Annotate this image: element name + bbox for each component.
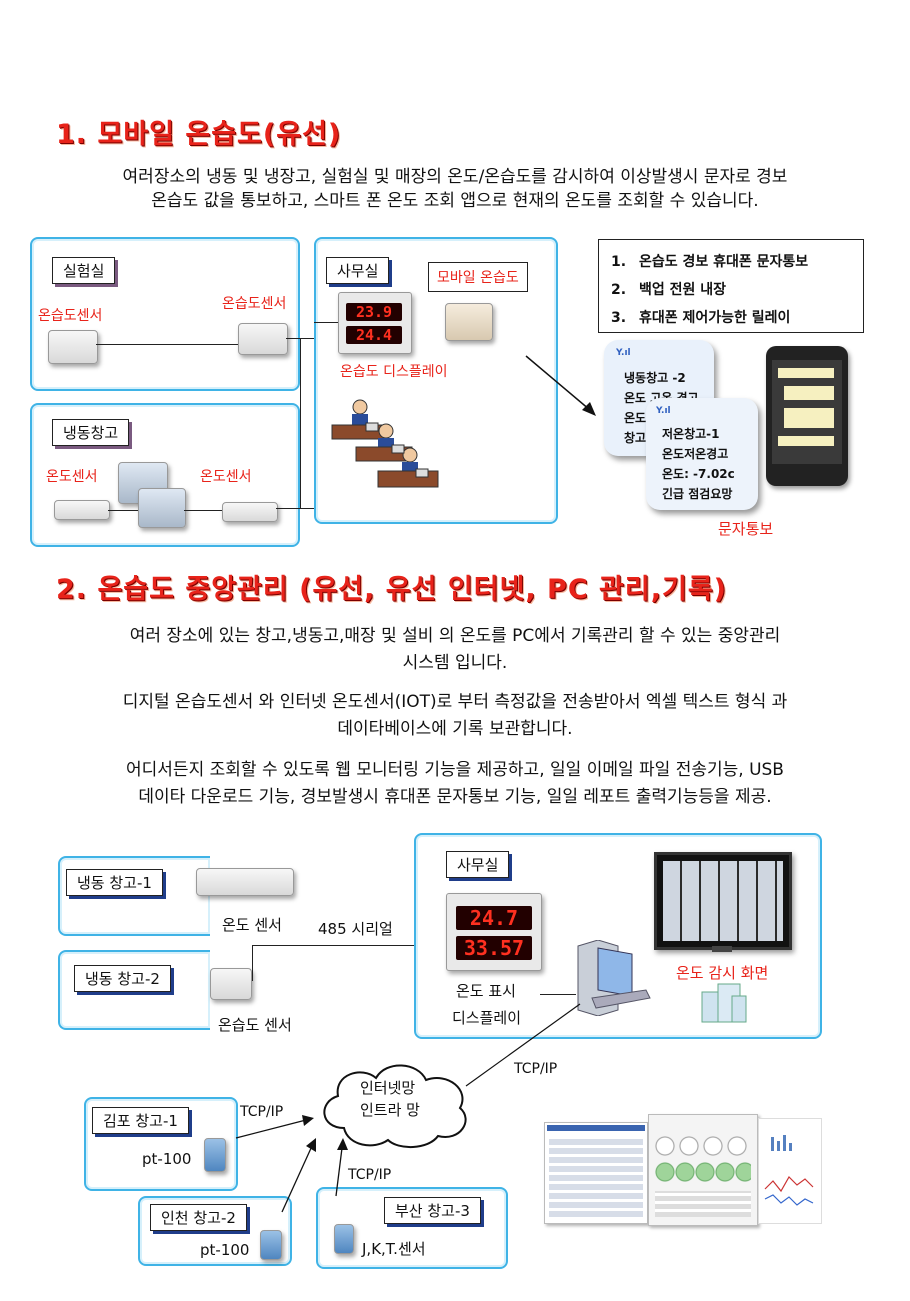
office-display-label: 온습도 디스플레이 (340, 364, 448, 380)
freezer-sensor-right (222, 502, 278, 522)
office-tag: 사무실 (326, 257, 390, 284)
signal-icon: Y.ıl (616, 348, 631, 358)
sms-back-line4: 창고 (624, 431, 647, 445)
monitor-screen (654, 852, 792, 950)
lab-sensor-left (48, 330, 98, 364)
arrow-gimpo-cloud (235, 1115, 314, 1139)
tcp1-label: TCP/IP (514, 1061, 558, 1077)
office-display (338, 292, 412, 354)
lab-sensor-left-label: 온습도센서 (38, 308, 103, 324)
serial-wire-h (252, 945, 446, 946)
cloud-pc-line (465, 1003, 581, 1087)
store1-tag: 냉동 창고-1 (66, 869, 163, 896)
tcp3-label: TCP/IP (348, 1167, 392, 1183)
sms-front-line1: 저온창고-1 (662, 427, 720, 441)
chart-thumb-icon (764, 1135, 814, 1206)
store2-sensor-label: 온습도 센서 (218, 1016, 292, 1034)
cloud-label-line1: 인터넷망 (360, 1079, 416, 1097)
wire-freezer-office (276, 508, 314, 509)
incheon-tag: 인천 창고-2 (150, 1204, 247, 1231)
arrow-busan-cloud (335, 1138, 348, 1197)
lab-tag: 실험실 (52, 257, 116, 284)
serial-label: 485 시리얼 (318, 920, 393, 938)
busan-sensor-label: J,K,T.센서 (362, 1240, 426, 1258)
server-icon (701, 983, 747, 1023)
section2-p1-line1: 여러 장소에 있는 창고,냉동고,매장 및 설비 의 온도를 PC에서 기록관리… (129, 626, 781, 646)
section2-p2-line1: 디지털 온습도센서 와 인터넷 온도센서(IOT)로 부터 측정값을 전송받아서… (122, 692, 788, 712)
freezer-sensor-left (54, 500, 110, 520)
section2-title: 2. 온습도 중앙관리 (유선, 유선 인터넷, PC 관리,기록) (56, 574, 728, 605)
lab-sensor-right-label: 온습도센서 (222, 296, 287, 312)
feature-2: 2.백업 전원 내장 (611, 282, 727, 298)
store1-sensor-label: 온도 센서 (222, 916, 282, 934)
section2-p1-line2: 시스템 입니다. (402, 653, 508, 673)
office2-display-top: 24.7 (456, 906, 532, 930)
sms-front-line3: 온도: -7.02c (662, 467, 735, 481)
store2-sensor (210, 968, 252, 1000)
office2-display-label2: 디스플레이 (452, 1009, 522, 1027)
display-pc-wire (540, 994, 576, 995)
lab-sensor-right (238, 323, 288, 355)
office-wire-in (314, 322, 338, 323)
software-screenshot-gauges (648, 1114, 758, 1226)
mobile-label: 모바일 온습도 (428, 262, 528, 292)
freezer-sensor-left-label: 온도센서 (46, 469, 98, 485)
store2-tag: 냉동 창고-2 (74, 965, 171, 992)
smartphone-icon (766, 346, 848, 486)
section2-p2-line2: 데이타베이스에 기록 보관합니다. (337, 719, 573, 739)
software-screenshot-chart (758, 1118, 822, 1224)
cloud-label-line2: 인트라 망 (360, 1101, 420, 1119)
store1-sensor (196, 868, 294, 896)
arrow-incheon-cloud (281, 1138, 316, 1213)
freezer-box-2 (138, 488, 186, 528)
busan-tag: 부산 창고-3 (384, 1197, 481, 1224)
signal-icon-front: Y.ıl (656, 406, 671, 416)
arrow-to-phones-icon (525, 355, 596, 416)
sms-back-line1: 냉동창고 -2 (624, 371, 686, 385)
section1-title: 1. 모바일 온습도(유선) (56, 119, 342, 150)
office2-display-label1: 온도 표시 (456, 982, 516, 1000)
sms-front-line4: 긴급 점검요망 (662, 487, 733, 501)
office2-display-bottom: 33.57 (456, 936, 532, 960)
cloud-icon (323, 1064, 467, 1148)
section1-intro-line1: 여러장소의 냉동 및 냉장고, 실험실 및 매장의 온도/온습도를 감시하여 이… (122, 167, 788, 187)
sms-label: 문자통보 (718, 520, 774, 538)
office2-tag: 사무실 (446, 851, 510, 878)
freezer-wire-a (108, 510, 138, 511)
freezer-wire-b (184, 510, 222, 511)
monitor-stand (712, 946, 732, 952)
office-workers-icon (331, 399, 439, 488)
wire-vertical (300, 338, 301, 508)
gimpo-tag: 김포 창고-1 (92, 1107, 189, 1134)
incheon-sensor (260, 1230, 282, 1260)
freezer-tag: 냉동창고 (52, 419, 130, 446)
mobile-device (445, 303, 493, 341)
busan-sensor (334, 1224, 354, 1254)
monitor-label: 온도 감시 화면 (676, 964, 769, 982)
lab-wire (96, 344, 238, 345)
sms-back-line3: 온도 (624, 411, 647, 425)
office-display-top: 23.9 (346, 303, 402, 321)
section1-intro-line2: 온습도 값을 통보하고, 스마트 폰 온도 조회 앱으로 현재의 온도를 조회할… (151, 191, 759, 211)
features-box: 1.온습도 경보 휴대폰 문자통보 2.백업 전원 내장 3.휴대폰 제어가능한… (598, 239, 864, 333)
office-display-bottom: 24.4 (346, 326, 402, 344)
gimpo-sensor-label: pt-100 (142, 1150, 192, 1168)
incheon-sensor-label: pt-100 (200, 1241, 250, 1259)
tcp2-label: TCP/IP (240, 1104, 284, 1120)
freezer-sensor-right-label: 온도센서 (200, 469, 252, 485)
software-screenshot-table (544, 1122, 648, 1224)
serial-wire-v (252, 945, 253, 981)
pc-computer-icon (577, 940, 651, 1016)
section2-p3-line1: 어디서든지 조회할 수 있도록 웹 모니터링 기능을 제공하고, 일일 이메일 … (126, 760, 784, 780)
sms-front-line2: 온도저온경고 (662, 447, 729, 461)
sms-card-front: Y.ıl 저온창고-1 온도저온경고 온도: -7.02c 긴급 점검요망 (646, 398, 758, 510)
feature-3: 3.휴대폰 제어가능한 릴레이 (611, 310, 791, 326)
gimpo-sensor (204, 1138, 226, 1172)
store1-panel (58, 856, 210, 936)
feature-1: 1.온습도 경보 휴대폰 문자통보 (611, 254, 809, 270)
section2-p3-line2: 데이타 다운로드 기능, 경보발생시 휴대폰 문자통보 기능, 일일 레포트 출… (138, 787, 772, 807)
